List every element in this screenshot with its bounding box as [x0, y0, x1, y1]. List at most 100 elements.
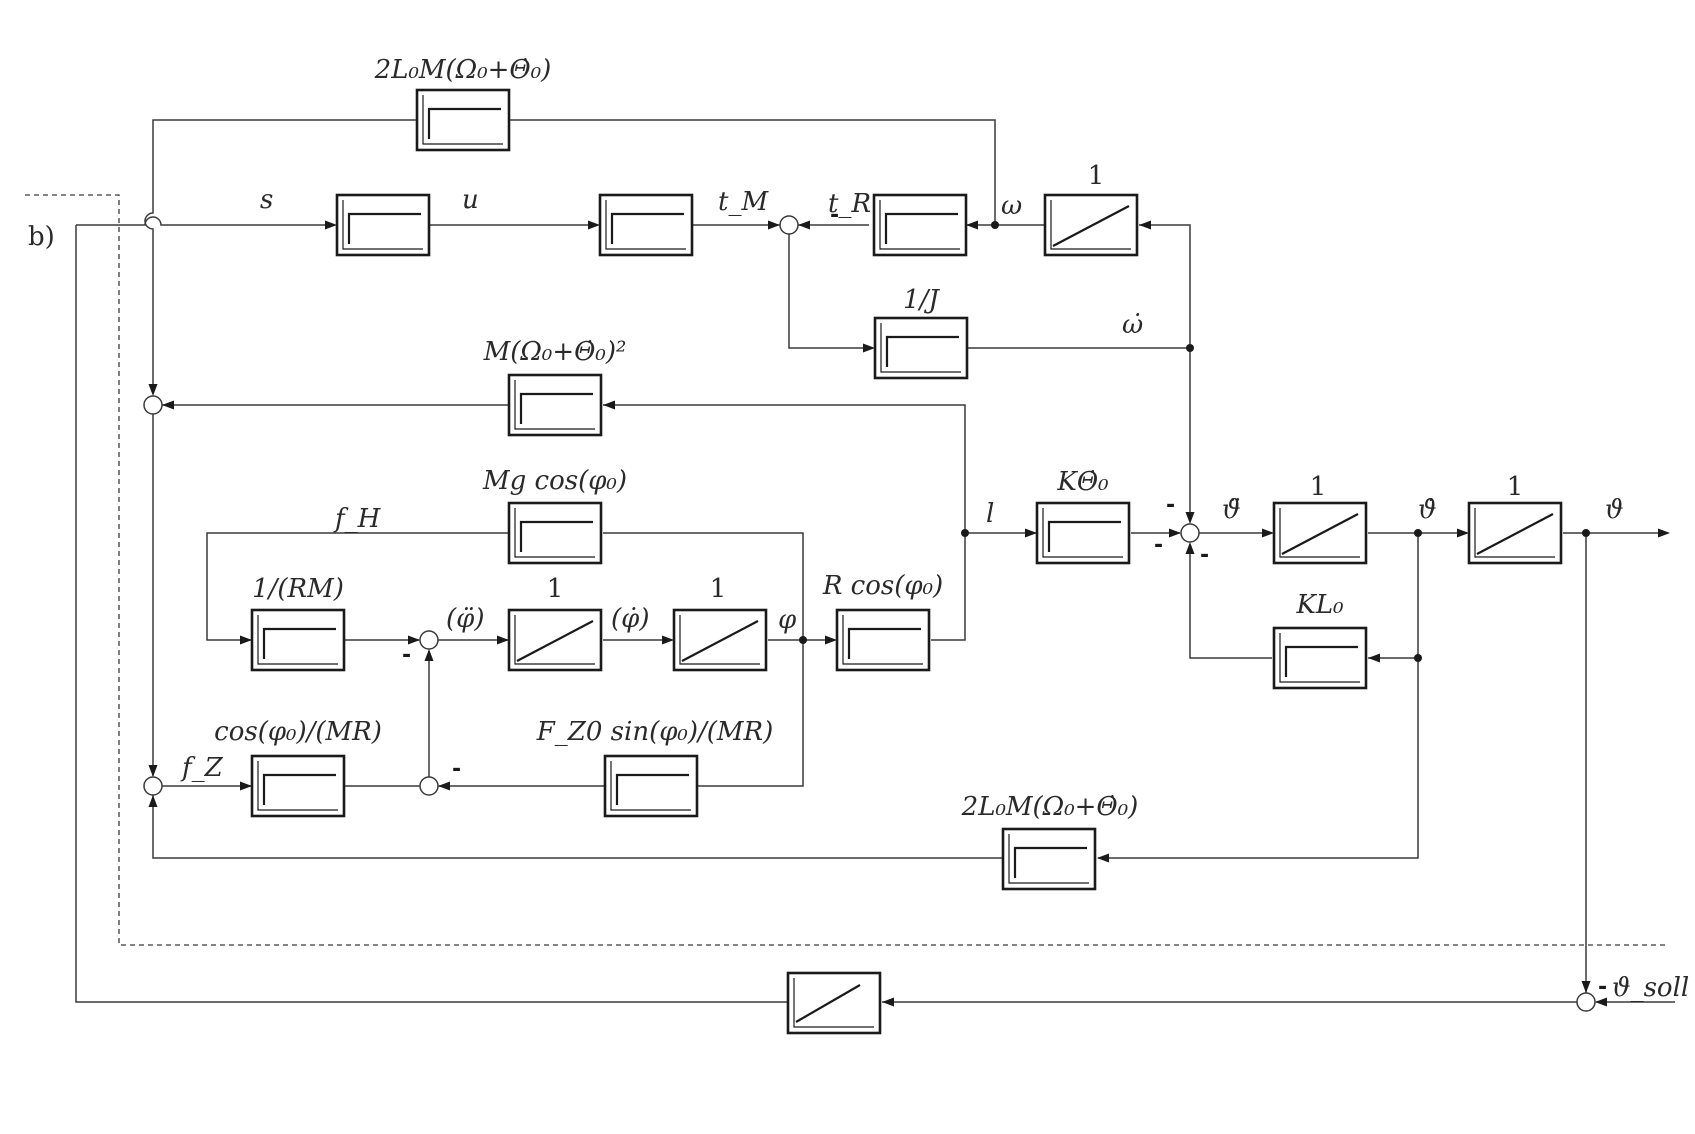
signal-phi-ddot: (φ̈) [446, 604, 485, 634]
block-inv-J [873, 316, 969, 380]
arrowhead [408, 635, 420, 645]
block-theta-integrator-1 [1272, 501, 1368, 565]
label-phi-integrator-1: 1 [547, 574, 564, 604]
wire-thetadot-to-bottom-feedback [1098, 533, 1419, 859]
label-r-cos: R cos(φ₀) [822, 571, 943, 601]
arrowhead [424, 649, 434, 661]
signal-theta-soll: ϑ_soll [1612, 973, 1689, 1003]
signal-theta-ddot: ϑ̈ [1222, 495, 1241, 525]
sum-junction-theta [1180, 523, 1200, 543]
signal-theta: ϑ [1605, 495, 1624, 525]
block-phi-integrator-1 [507, 608, 603, 672]
block-centrifugal [507, 373, 603, 437]
wire-phi-to-gravity [603, 532, 804, 640]
arrowhead [798, 220, 810, 230]
panel-label: b) [28, 222, 55, 252]
arrowhead [1025, 528, 1037, 538]
label-top-feedback: 2L₀M(Ω₀+Θ̇₀) [374, 55, 552, 85]
signal-phi: φ [778, 605, 797, 635]
signal-omega-dot: ω̇ [1122, 310, 1143, 340]
wire-s [76, 216, 330, 226]
sign-minus-tR: - [830, 203, 839, 228]
signal-omega: ω [1001, 191, 1022, 221]
sum-junction-fz-inner [419, 776, 439, 796]
label-centrifugal: M(Ω₀+Θ̇₀)² [483, 337, 627, 367]
sign-minus-theta-left: - [1154, 533, 1163, 558]
branch-dot-phi [799, 636, 807, 644]
block-fz-sin [603, 754, 699, 818]
signal-theta-dot: ϑ̇ [1418, 495, 1437, 525]
block-k-theta [1035, 501, 1131, 565]
arrowhead [603, 400, 615, 410]
branch-dot-l [961, 529, 969, 537]
block-phi-integrator-2 [672, 608, 768, 672]
signal-u: u [462, 185, 479, 215]
wire-kl0-to-sum [1189, 552, 1272, 659]
wire-omegadot-up [1139, 224, 1191, 348]
block-gravity [507, 501, 603, 565]
arrowhead [148, 795, 158, 807]
arrowhead [1169, 528, 1181, 538]
wire-sum-to-invJ [788, 234, 869, 349]
sum-junction-fz [143, 776, 163, 796]
sign-minus-controller: - [1598, 975, 1607, 1000]
arrowhead [1139, 220, 1151, 230]
block-u-to-tM [598, 193, 694, 257]
signal-fH: f_H [333, 504, 382, 534]
arrowhead [1457, 528, 1469, 538]
sum-junction-controller [1576, 992, 1596, 1012]
arrowhead [1658, 528, 1670, 538]
signal-tR: t_R [828, 189, 871, 219]
dashed-boundary [25, 194, 1665, 946]
signal-l: l [986, 499, 994, 529]
block-bottom-feedback [1001, 827, 1097, 891]
block-s-to-u [335, 193, 431, 257]
arrowhead [882, 997, 894, 1007]
arrowhead [966, 220, 978, 230]
wire-fH [206, 532, 509, 641]
wire-phi-to-fz-sin [698, 640, 804, 787]
arrowhead [325, 220, 337, 230]
sign-minus-phi-sum: - [402, 643, 411, 668]
block-omega-to-tR [872, 193, 968, 257]
arrowhead [148, 765, 158, 777]
sign-minus-theta-bottom: - [1200, 543, 1209, 568]
sum-junction-phi [419, 630, 439, 650]
label-gravity: Mg cos(φ₀) [482, 466, 627, 496]
label-k-theta: KΘ̇₀ [1056, 467, 1109, 497]
wire-controller-output [75, 225, 788, 1003]
sign-minus-fz-sum: - [452, 757, 461, 782]
label-inv-J: 1/J [903, 285, 940, 315]
block-r-cos [835, 608, 931, 672]
block-controller [786, 971, 882, 1035]
branch-dot-omegadot [1186, 344, 1194, 352]
signal-phi-dot: (φ̇) [611, 604, 650, 634]
sum-junction-torque [779, 215, 799, 235]
label-omega-integrator: 1 [1088, 161, 1105, 191]
block-top-feedback [415, 88, 511, 152]
arrowhead [240, 781, 252, 791]
wire-bottom-feedback-to-fz-sum [152, 795, 1003, 859]
branch-dot-thetadot [1414, 529, 1422, 537]
wire-rcos-to-l [931, 532, 1037, 641]
signal-tM: t_M [718, 187, 769, 217]
block-cos-over-MR [250, 754, 346, 818]
arrowhead [1581, 981, 1591, 993]
sign-minus-theta-top: - [1166, 493, 1175, 518]
block-omega-integrator [1043, 193, 1139, 257]
arrowhead [825, 635, 837, 645]
arrowhead [768, 220, 780, 230]
arrowhead [148, 384, 158, 396]
label-k-l0: KL₀ [1295, 590, 1344, 620]
signal-fZ: f_Z [180, 753, 224, 783]
block-theta-integrator-2 [1467, 501, 1563, 565]
arrowhead [1262, 528, 1274, 538]
arrowhead [1185, 512, 1195, 524]
block-k-l0 [1272, 626, 1368, 690]
sum-junction-left-upper [143, 395, 163, 415]
block-inv-RM [250, 608, 346, 672]
arrowheads [148, 220, 1670, 1007]
branch-dot-theta [1582, 529, 1590, 537]
branch-dot-thetadot-kl0 [1414, 654, 1422, 662]
